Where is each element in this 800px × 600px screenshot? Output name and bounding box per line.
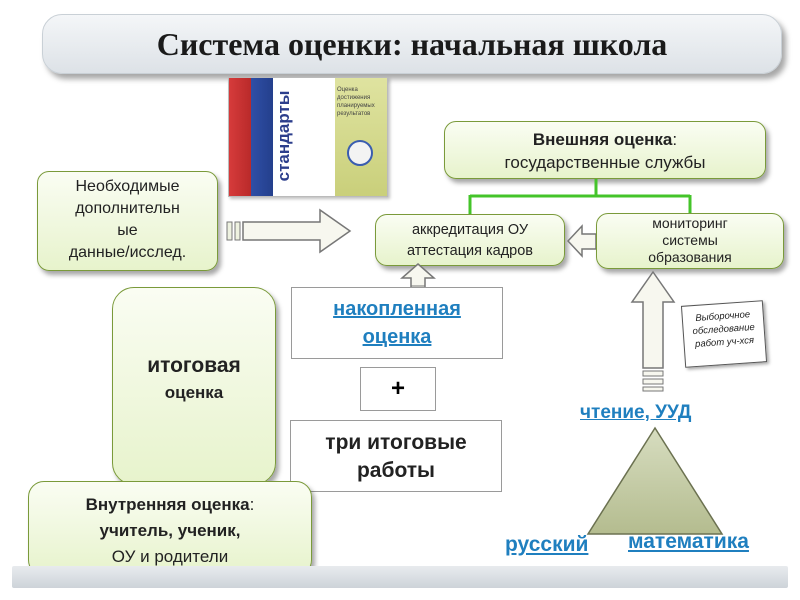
sample-survey-note: Выборочное обследование работ уч-хся [680, 300, 768, 368]
arrow-left-icon [566, 224, 597, 258]
russian-link[interactable]: русский [505, 533, 589, 556]
book-spine-word: стандарты [274, 90, 293, 182]
standards-book-image: стандарты Оценка достижения планируемых … [228, 77, 388, 197]
plus-box: + [360, 367, 436, 411]
final-evaluation-box: итоговая оценка [112, 287, 276, 485]
additional-data-box: Необходимые дополнительн ые данные/иссле… [37, 171, 218, 271]
book-emblem-icon [347, 140, 373, 166]
external-heading: Внешняя оценка [532, 130, 673, 149]
arrow-right-icon [226, 208, 352, 254]
math-link[interactable]: математика [628, 530, 749, 553]
book-cover-text: Оценка достижения планируемых результато… [337, 87, 375, 117]
three-final-works-box: три итоговые работы [290, 420, 502, 492]
subjects-pyramid [586, 426, 724, 535]
internal-evaluation-box: Внутренняя оценка: учитель, ученик, ОУ и… [28, 481, 312, 576]
page-title: Система оценки: начальная школа [156, 26, 668, 62]
title-bar: Система оценки: начальная школа [42, 14, 782, 74]
external-evaluation-box: Внешняя оценка: государственные службы [444, 121, 766, 179]
accumulated-evaluation-box: накопленная оценка [291, 287, 503, 359]
accumulated-evaluation-link[interactable]: накопленная оценка [333, 298, 461, 348]
external-subtitle: государственные службы [504, 153, 706, 172]
reading-uud-link[interactable]: чтение, УУД [580, 402, 692, 423]
accreditation-box: аккредитация ОУ аттестация кадров [375, 214, 565, 266]
monitoring-box: мониторинг системы образования [596, 213, 784, 269]
internal-heading: Внутренняя оценка [85, 495, 250, 514]
final-evaluation-sub: оценка [164, 383, 224, 402]
footer-bar [12, 566, 788, 588]
arrow-up-large-icon [630, 270, 676, 392]
final-evaluation-title: итоговая [147, 354, 241, 377]
